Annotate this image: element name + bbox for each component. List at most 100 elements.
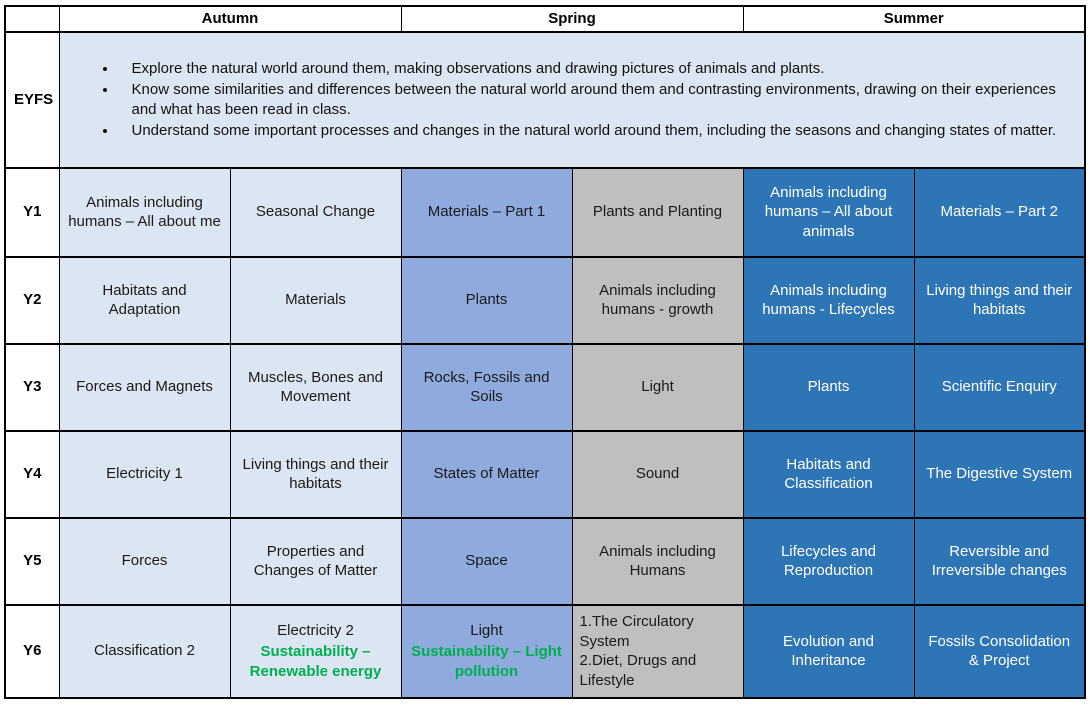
topic-title: Habitats and Adaptation [102, 281, 187, 319]
topic-title: Classification 2 [94, 642, 195, 660]
year-row-y3: Y3 Forces and Magnets Muscles, Bones and M… [4, 342, 1086, 432]
topic-cell: The Digestive System [913, 429, 1086, 519]
corner-cell [4, 5, 60, 33]
topic-title: Sound [635, 465, 680, 483]
topic-cell: Seasonal Change [229, 166, 402, 258]
topic-cell: Light [571, 342, 744, 432]
topic-title: Habitats and Classification [784, 455, 873, 493]
topic-cell: Evolution and Inheritance [742, 603, 915, 699]
topic-title: Lifecycles and Reproduction [780, 542, 877, 580]
topic-cell: Animals including humans - Lifecycles [742, 255, 915, 345]
topic-cell: Animals including humans – All about me [58, 166, 231, 258]
topic-title: Forces [121, 552, 168, 570]
topic-title: Reversible and Irreversible changes [931, 542, 1067, 580]
topic-cell: States of Matter [400, 429, 573, 519]
topic-cell: Plants [400, 255, 573, 345]
topic-title: Animals including Humans [599, 542, 716, 580]
topic-title: Materials – Part 1 [427, 203, 546, 221]
eyfs-bullet: Know some similarities and differences b… [118, 80, 1075, 120]
topic-cell: Properties and Changes of Matter [229, 516, 402, 606]
topic-title: Electricity 1 [106, 465, 183, 483]
topic-title: Electricity 2 [277, 622, 354, 640]
topic-cell: Materials – Part 1 [400, 166, 573, 258]
topic-cell: Sound [571, 429, 744, 519]
topic-cell: Animals including humans – All about ani… [742, 166, 915, 258]
term-header-summer: Summer [742, 5, 1086, 33]
topic-title: Materials – Part 2 [940, 203, 1059, 221]
year-row-y6: Y6 Classification 2 Electricity 2 Sustainab… [4, 603, 1086, 699]
topic-cell: Animals including Humans [571, 516, 744, 606]
topic-line: 1.The Circulatory System [579, 612, 694, 650]
topic-cell: Fossils Consolidation & Project [913, 603, 1086, 699]
year-label-y4: Y4 [4, 429, 60, 519]
topic-title: Living things and their habitats [242, 455, 389, 493]
topic-title: The Digestive System [926, 465, 1073, 483]
topic-title: Scientific Enquiry [941, 378, 1057, 396]
topic-title: Materials [285, 291, 346, 309]
eyfs-bullet-list: Explore the natural world around them, m… [60, 59, 1075, 141]
term-header-row: Autumn Spring Summer [4, 5, 1086, 33]
topic-cell: Electricity 2 Sustainability – Renewable … [229, 603, 402, 699]
year-label-y6: Y6 [4, 603, 60, 699]
topic-cell: Reversible and Irreversible changes [913, 516, 1086, 606]
sustainability-label: Sustainability – Renewable energy [249, 642, 382, 680]
topic-cell: Habitats and Adaptation [58, 255, 231, 345]
year-label-eyfs: EYFS [4, 30, 60, 169]
topic-title: Plants [807, 378, 850, 396]
year-label-y1: Y1 [4, 166, 60, 258]
eyfs-row: EYFS Explore the natural world around th… [4, 30, 1086, 169]
topic-cell: Habitats and Classification [742, 429, 915, 519]
topic-cell: Scientific Enquiry [913, 342, 1086, 432]
topic-cell: Materials – Part 2 [913, 166, 1086, 258]
topic-cell: Plants [742, 342, 915, 432]
topic-cell: Electricity 1 [58, 429, 231, 519]
topic-cell: Lifecycles and Reproduction [742, 516, 915, 606]
year-label-y3: Y3 [4, 342, 60, 432]
topic-title: Forces and Magnets [76, 378, 213, 396]
eyfs-bullet: Explore the natural world around them, m… [118, 59, 1075, 79]
topic-title: Muscles, Bones and Movement [247, 368, 384, 406]
topic-title: Animals including humans - Lifecycles [762, 281, 895, 319]
topic-cell: Plants and Planting [571, 166, 744, 258]
topic-cell: Living things and their habitats [229, 429, 402, 519]
year-row-y5: Y5 Forces Properties and Changes of Matter… [4, 516, 1086, 606]
topic-title: Fossils Consolidation & Project [928, 632, 1071, 670]
eyfs-statements-cell: Explore the natural world around them, m… [58, 30, 1086, 169]
topic-title: Living things and their habitats [926, 281, 1073, 319]
topic-cell: Materials [229, 255, 402, 345]
topic-title: States of Matter [433, 465, 540, 483]
topic-title: Animals including humans – All about ani… [764, 183, 893, 241]
topic-cell: Animals including humans - growth [571, 255, 744, 345]
year-row-y2: Y2 Habitats and Adaptation Materials Plants… [4, 255, 1086, 345]
term-header-autumn: Autumn [58, 5, 402, 33]
year-label-y5: Y5 [4, 516, 60, 606]
year-label-y2: Y2 [4, 255, 60, 345]
topic-title: Animals including humans – All about me [68, 193, 221, 231]
topic-cell: Living things and their habitats [913, 255, 1086, 345]
eyfs-bullet: Understand some important processes and … [118, 121, 1075, 141]
topic-title: Properties and Changes of Matter [253, 542, 378, 580]
sustainability-label: Sustainability – Light pollution [411, 642, 562, 680]
year-row-y4: Y4 Electricity 1 Living things and their h… [4, 429, 1086, 519]
topic-cell: Space [400, 516, 573, 606]
topic-title: Space [465, 552, 508, 570]
topic-cell: Rocks, Fossils and Soils [400, 342, 573, 432]
topic-title: Evolution and Inheritance [783, 632, 874, 670]
topic-line: 2.Diet, Drugs and Lifestyle [579, 652, 697, 690]
topic-title: Animals including humans - growth [599, 281, 716, 319]
topic-title: Light [470, 622, 503, 640]
topic-cell: Classification 2 [58, 603, 231, 699]
topic-title: Light [641, 378, 674, 396]
topic-cell: Muscles, Bones and Movement [229, 342, 402, 432]
topic-cell: Forces [58, 516, 231, 606]
term-header-spring: Spring [400, 5, 744, 33]
topic-title: Rocks, Fossils and Soils [423, 368, 550, 406]
topic-title: Seasonal Change [255, 203, 376, 221]
topic-cell: Forces and Magnets [58, 342, 231, 432]
topic-title: Plants and Planting [592, 203, 723, 221]
topic-title: Plants [465, 291, 508, 309]
